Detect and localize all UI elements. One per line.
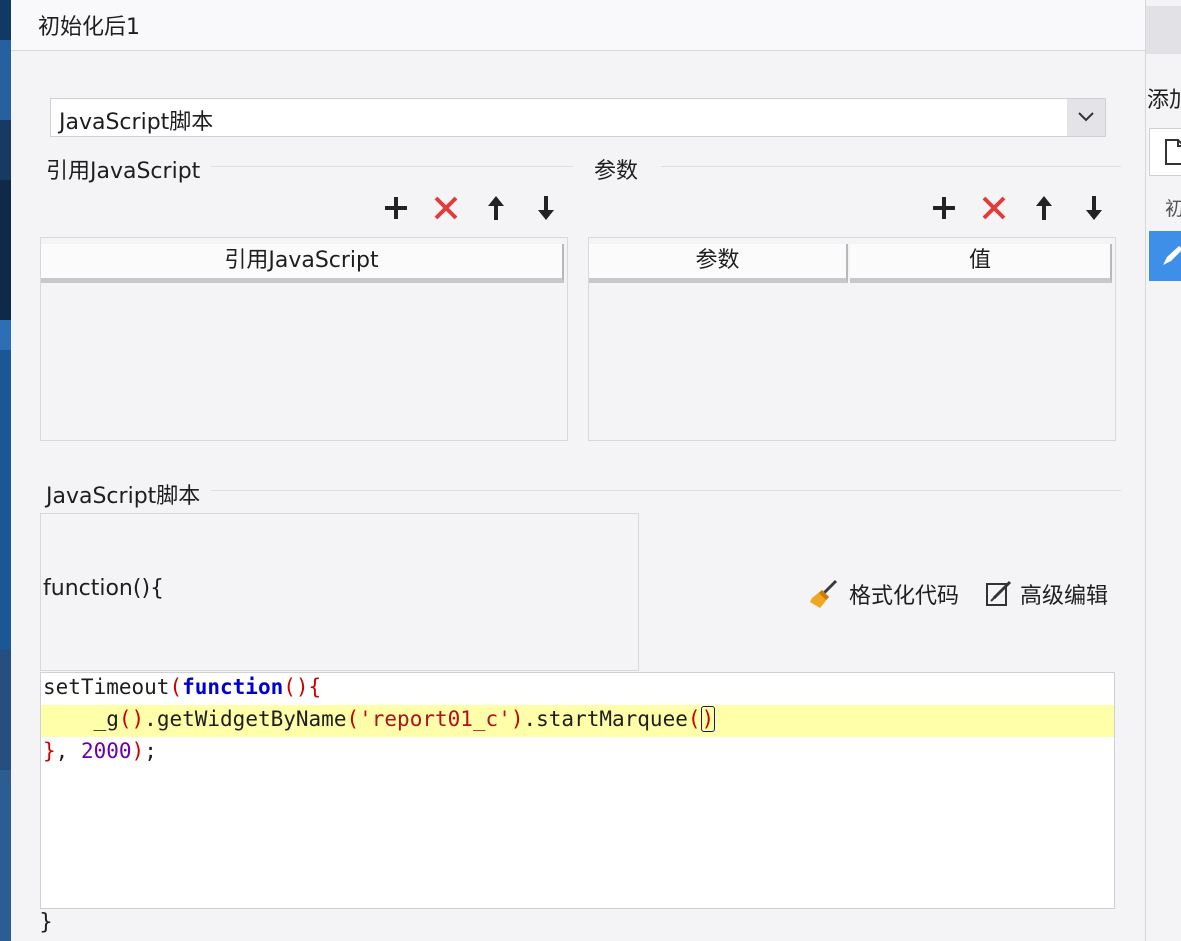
param-section-label: 参数 (594, 159, 639, 184)
ref-js-toolbar (381, 193, 571, 223)
function-header-box: function(){ (40, 513, 639, 671)
pen-icon (1163, 246, 1181, 265)
code-token: ( (169, 675, 183, 699)
delete-x-icon[interactable] (431, 193, 461, 223)
init-event-dialog: 初始化后1 JavaScript脚本 引用JavaScript 引用JavaSc… (11, 0, 1146, 941)
code-indent (43, 707, 94, 731)
code-token: ( (687, 707, 701, 731)
dialog-title-bar: 初始化后1 (11, 0, 1145, 51)
param-section-divider (661, 166, 1121, 167)
param-name-column-header[interactable]: 参数 (589, 244, 848, 283)
code-token: ) (131, 739, 145, 763)
code-line-1: setTimeout(function(){ (43, 673, 321, 705)
code-token: () (118, 707, 145, 731)
param-toolbar (929, 193, 1119, 223)
code-token-number: 2000 (80, 739, 132, 763)
advanced-edit-label: 高级编辑 (1020, 584, 1109, 609)
code-token: setTimeout (43, 675, 170, 699)
document-icon (1165, 139, 1181, 165)
right-panel-header (1146, 6, 1181, 54)
script-section-divider (211, 490, 1121, 491)
right-panel-event-label[interactable]: 初 (1165, 198, 1181, 220)
code-token-string: 'report01_c' (359, 707, 511, 731)
plus-icon[interactable] (381, 193, 411, 223)
format-code-label: 格式化代码 (849, 584, 960, 609)
plus-icon[interactable] (929, 193, 959, 223)
ref-js-section-label: 引用JavaScript (46, 159, 201, 184)
advanced-edit-button[interactable]: 高级编辑 (984, 578, 1119, 610)
code-line-2: _g().getWidgetByName('report01_c').start… (43, 705, 716, 737)
right-side-panel: 添加 初 (1146, 0, 1181, 941)
arrow-up-icon[interactable] (481, 193, 511, 223)
ref-js-table[interactable]: 引用JavaScript (40, 237, 568, 441)
code-token: _g (93, 707, 119, 731)
script-type-select[interactable]: JavaScript脚本 (50, 98, 1106, 137)
arrow-up-icon[interactable] (1029, 193, 1059, 223)
param-table[interactable]: 参数 值 (588, 237, 1116, 441)
code-token: .startMarquee (523, 707, 688, 731)
edit-icon (986, 580, 1012, 606)
right-panel-item-box[interactable] (1149, 128, 1181, 176)
param-value-column-header[interactable]: 值 (850, 244, 1112, 283)
script-type-selected-value: JavaScript脚本 (59, 110, 214, 135)
function-open-text: function(){ (43, 576, 165, 601)
text-cursor-paren: ) (700, 706, 716, 732)
code-token: ; (144, 739, 157, 763)
current-line-highlight (41, 705, 1114, 737)
code-line-3: }, 2000); (43, 737, 157, 769)
ref-js-column-header[interactable]: 引用JavaScript (41, 244, 564, 283)
code-token: ( (346, 707, 360, 731)
function-close-text: } (39, 910, 53, 935)
script-type-dropdown-button[interactable] (1067, 99, 1105, 136)
format-code-button[interactable]: 格式化代码 (808, 578, 973, 610)
ref-js-section-divider (211, 166, 573, 167)
code-token: } (43, 739, 56, 763)
chevron-down-icon (1078, 112, 1094, 122)
dialog-title: 初始化后1 (38, 15, 140, 40)
background-window-strip (0, 0, 11, 941)
code-token: ) (510, 707, 524, 731)
arrow-down-icon[interactable] (1079, 193, 1109, 223)
right-panel-selected-item[interactable] (1149, 231, 1181, 281)
delete-x-icon[interactable] (979, 193, 1009, 223)
right-panel-add-label[interactable]: 添加 (1147, 88, 1181, 113)
code-editor[interactable]: setTimeout(function(){ _g().getWidgetByN… (40, 672, 1115, 909)
code-token-keyword: function (182, 675, 284, 699)
script-section-label: JavaScript脚本 (46, 484, 201, 509)
code-token: (){ (283, 675, 322, 699)
arrow-down-icon[interactable] (531, 193, 561, 223)
code-token: .getWidgetByName (144, 707, 347, 731)
code-token: , (55, 739, 81, 763)
broom-icon (810, 579, 838, 608)
